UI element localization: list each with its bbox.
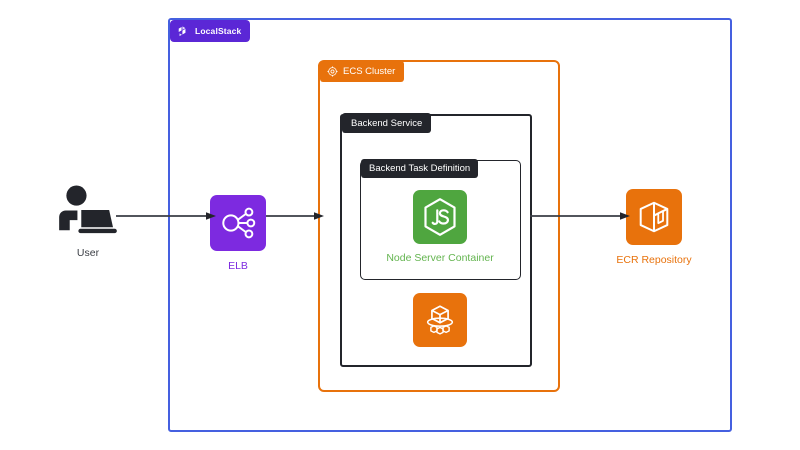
node-elb[interactable]: ELB [210, 195, 266, 272]
ecr-repository-icon [639, 201, 669, 233]
connector-elb-to-ecs-cluster [266, 212, 324, 220]
ecs-cluster-boundary [318, 60, 560, 392]
node-user[interactable]: User [42, 185, 134, 259]
localstack-boundary [168, 18, 732, 432]
backend-task-definition-badge: Backend Task Definition [361, 159, 479, 178]
backend-service-badge: Backend Service [342, 113, 432, 133]
node-ecs-container[interactable] [413, 293, 467, 347]
backend-task-definition-label: Backend Task Definition [369, 163, 471, 174]
connector-user-to-elb [116, 212, 216, 220]
node-ecr-repository-label: ECR Repository [616, 254, 692, 266]
ecs-cluster-badge: ECS Cluster [320, 61, 405, 82]
node-node-server-container-label: Node Server Container [386, 252, 494, 264]
nodejs-icon [424, 198, 456, 236]
node-node-server-container[interactable]: Node Server Container [386, 190, 494, 264]
ecs-container-icon [426, 305, 454, 335]
connector-backend-service-to-ecr [530, 212, 630, 220]
node-user-label: User [76, 247, 100, 259]
elb-tile [210, 195, 266, 251]
node-ecr-repository[interactable]: ECR Repository [616, 189, 692, 266]
ecr-repository-tile [626, 189, 682, 245]
localstack-label: LocalStack [195, 26, 242, 36]
ecs-cluster-icon [327, 66, 338, 77]
localstack-badge: LocalStack [170, 20, 251, 42]
ecs-container-tile [413, 293, 467, 347]
node-elb-label: ELB [228, 260, 248, 272]
backend-service-boundary [340, 114, 532, 367]
localstack-logo-icon [178, 25, 186, 36]
nodejs-tile [413, 190, 467, 244]
user-at-laptop-icon [59, 185, 117, 234]
ecs-cluster-label: ECS Cluster [343, 66, 396, 77]
elastic-load-balancer-icon [222, 207, 256, 239]
backend-service-label: Backend Service [351, 117, 423, 129]
